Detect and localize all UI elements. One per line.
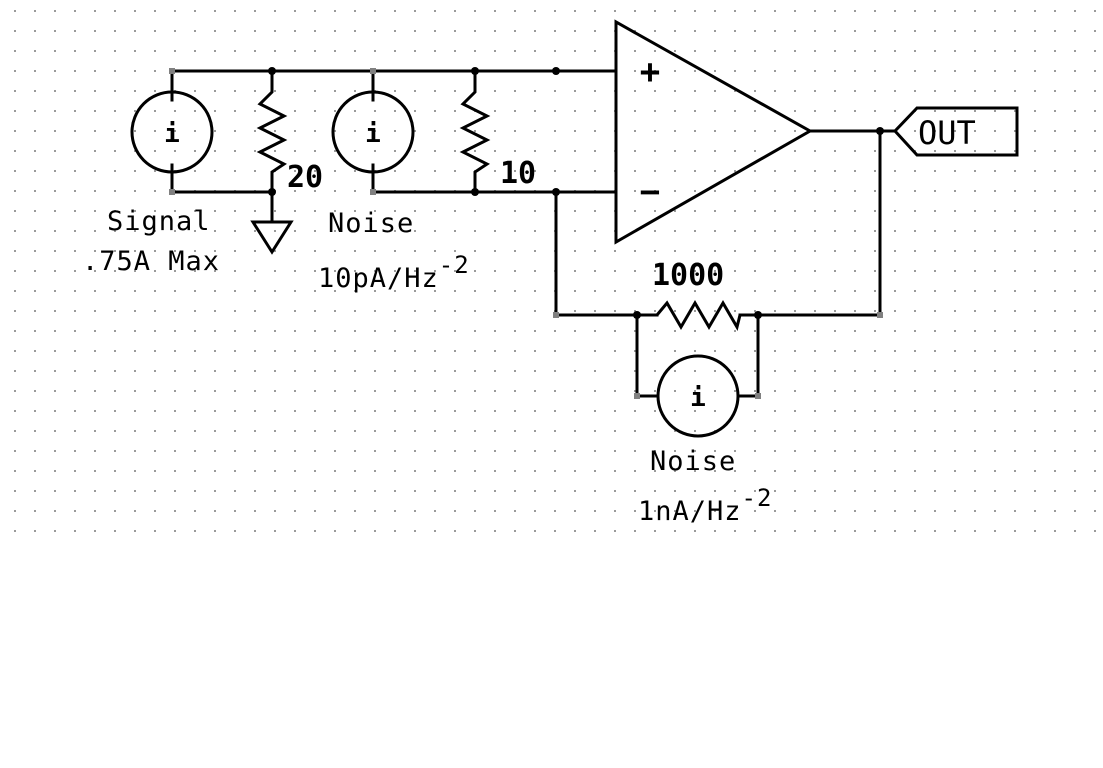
pin-markers <box>169 68 883 399</box>
resistor-10-icon <box>459 71 491 192</box>
input-noise-density: 10pA/Hz-2 <box>318 251 470 294</box>
feedback-noise-density: 1nA/Hz-2 <box>638 484 772 527</box>
signal-source-symbol: i <box>164 119 180 149</box>
signal-source-label: Signal <box>107 206 211 237</box>
feedback-noise-current-source-icon: i <box>656 354 740 438</box>
output-port-label: OUT <box>918 114 976 152</box>
pin-marker <box>169 68 175 74</box>
junction-dot <box>552 67 560 75</box>
junction-dot <box>633 311 641 319</box>
input-noise-current-source-icon: i <box>331 90 415 174</box>
junction-dot <box>754 311 762 319</box>
pin-marker <box>370 189 376 195</box>
opamp-minus-sign: − <box>640 172 660 212</box>
junction-dot <box>268 67 276 75</box>
opamp-icon: + − <box>614 19 814 245</box>
pin-marker <box>755 393 761 399</box>
signal-source-rating: .75A Max <box>82 246 220 277</box>
resistor-1000-icon <box>655 300 742 331</box>
resistor-1000-value: 1000 <box>652 258 724 293</box>
junction-dot <box>471 67 479 75</box>
pin-marker <box>370 68 376 74</box>
junction-dot <box>552 188 560 196</box>
pin-marker <box>553 312 559 318</box>
junction-dot <box>268 188 276 196</box>
junction-dot <box>471 188 479 196</box>
opamp-plus-sign: + <box>640 52 660 92</box>
dot-grid <box>0 0 1103 545</box>
junction-dot <box>876 127 884 135</box>
signal-current-source-icon: i <box>130 90 214 174</box>
pin-marker <box>634 393 640 399</box>
junctions <box>268 67 884 319</box>
feedback-noise-source-symbol: i <box>690 383 706 413</box>
input-noise-source-symbol: i <box>365 119 381 149</box>
resistor-20-icon <box>256 71 288 192</box>
resistor-10-value: 10 <box>500 156 536 191</box>
feedback-noise-label: Noise <box>650 446 736 477</box>
output-port-icon: OUT <box>892 106 1019 157</box>
ground-icon <box>250 220 294 255</box>
pin-marker <box>877 312 883 318</box>
pin-marker <box>169 189 175 195</box>
input-noise-label: Noise <box>328 208 414 239</box>
resistor-20-value: 20 <box>287 160 323 195</box>
